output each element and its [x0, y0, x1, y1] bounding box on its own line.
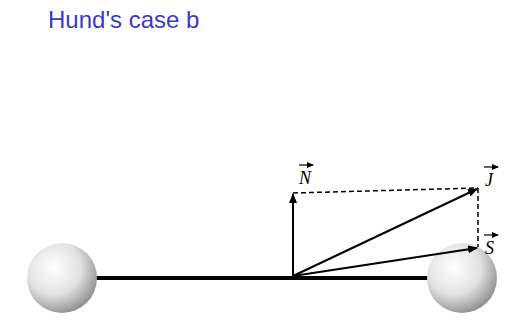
diagram-title: Hund's case b: [48, 6, 199, 34]
dashed-construction-line: [477, 188, 479, 247]
vector-n: [292, 194, 294, 276]
vector-s: [293, 248, 477, 276]
vector-accent: [299, 164, 313, 165]
molecular-axis: [90, 276, 436, 280]
vector-accent: [484, 166, 498, 167]
vector-label: N: [299, 169, 311, 187]
vector-label: S: [485, 239, 494, 257]
vector-j: [293, 189, 477, 276]
vector-label: J: [485, 171, 493, 189]
atom-sphere: [27, 243, 97, 313]
vector-accent: [484, 234, 498, 235]
dashed-construction-line: [293, 188, 478, 193]
